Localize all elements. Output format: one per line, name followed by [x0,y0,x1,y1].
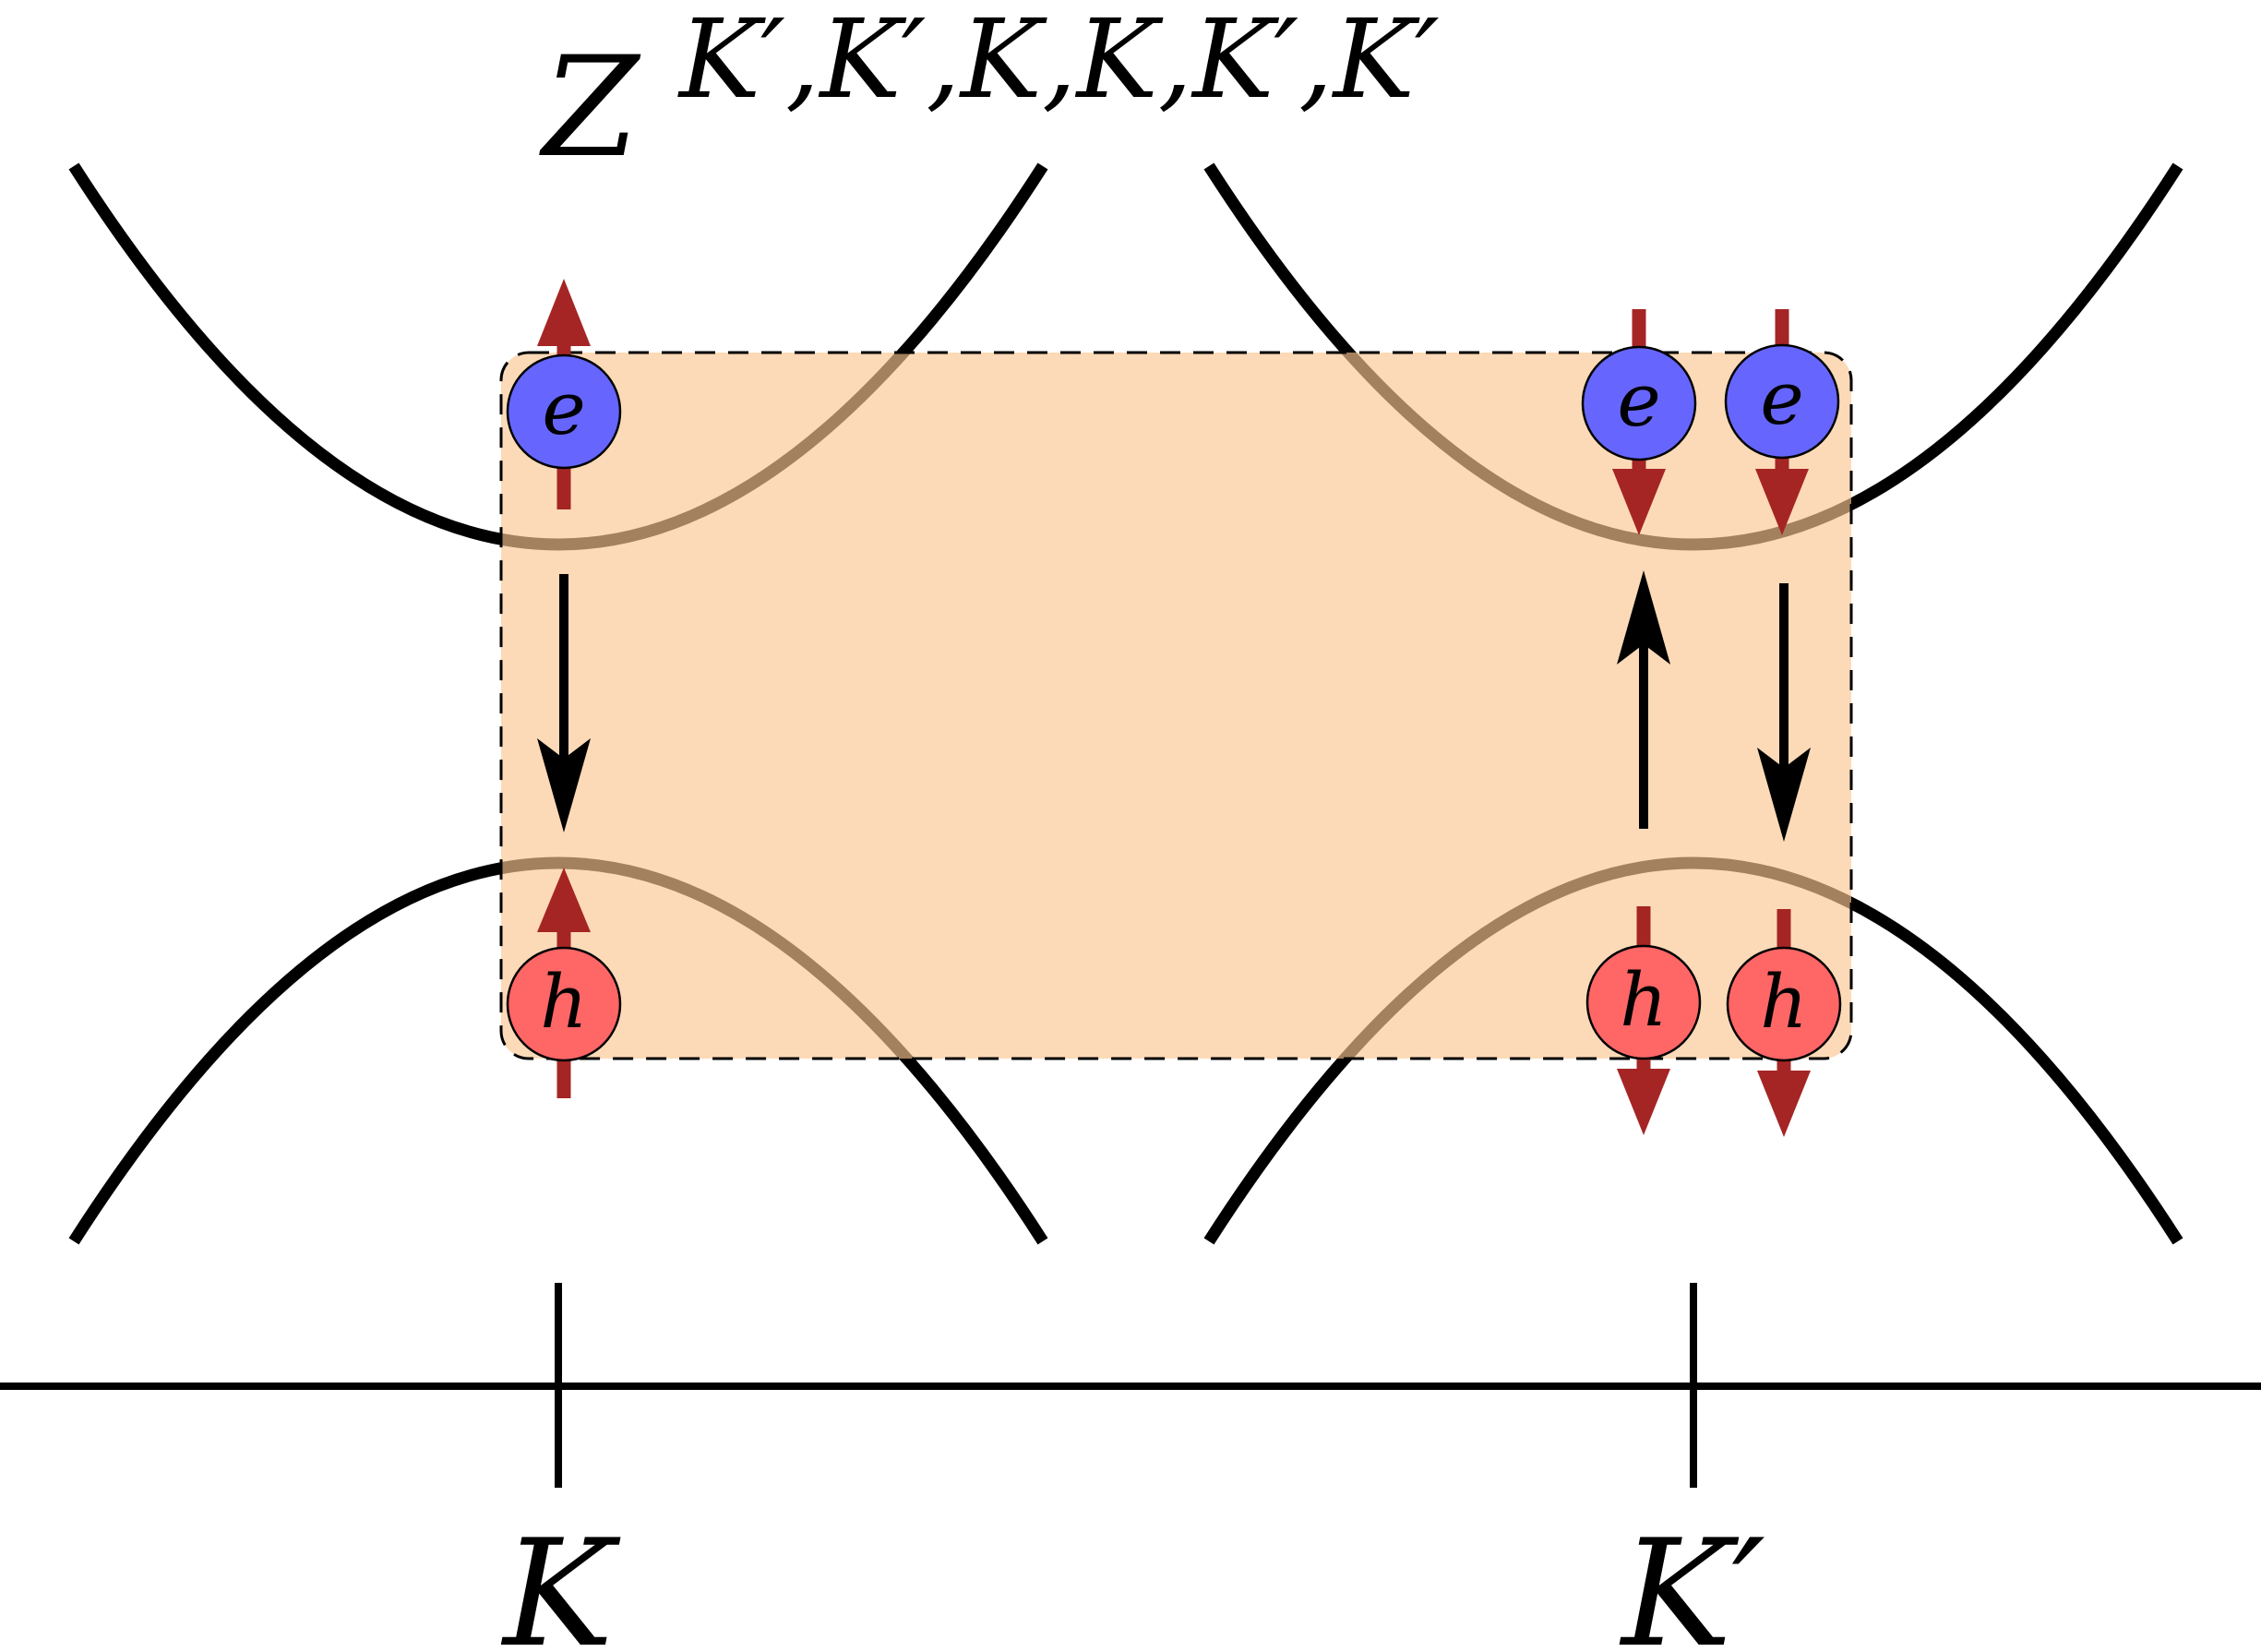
hole-label: h [540,959,588,1045]
hole-label: h [1620,957,1668,1043]
spin-arrowhead [537,868,591,932]
hole-k-prime-1: h [1585,906,1702,1135]
exciton-box-fill [501,353,1851,1059]
exciton-box-outline [499,351,1853,1060]
spin-arrowhead [537,279,591,346]
diagram-title: Z K′,K′,K,K,K′,K′ [539,0,1440,188]
spin-arrowhead [1617,1069,1670,1135]
electron-circle [506,353,622,470]
hole-label: h [1760,959,1808,1045]
electron-k: e [506,279,622,509]
exciton-complex-box [499,351,1853,1060]
electron-label: e [1617,357,1660,443]
valley-label-k: K [500,1507,621,1652]
hole-k: h [506,868,622,1098]
valley-label-k-prime: K′ [1619,1507,1765,1652]
transition-arrow-k-prime-up [1617,570,1670,829]
title-superscript: K′,K′,K,K,K′,K′ [677,0,1440,123]
electron-label: e [542,365,585,451]
hole-circle [1585,944,1702,1060]
spin-arrowhead [1755,469,1809,535]
hole-k-prime-2: h [1726,909,1842,1137]
transition-arrowhead [537,738,591,832]
electron-k-prime-1: e [1581,309,1697,535]
momentum-axis: K K′ [0,1283,2261,1652]
electron-k-prime-2: e [1724,309,1840,535]
spin-arrowhead [1612,469,1666,535]
hole-circle [506,946,622,1062]
electron-circle [1724,343,1840,460]
electron-circle [1581,345,1697,461]
spin-arrowhead [1757,1071,1811,1137]
transition-arrowhead [1757,748,1811,842]
electron-label: e [1760,355,1803,441]
title-base: Z [539,28,641,188]
transition-arrowhead [1617,570,1670,664]
transition-arrow-k-prime-down [1757,583,1811,842]
hole-circle [1726,946,1842,1062]
transition-arrow-k [537,574,591,832]
